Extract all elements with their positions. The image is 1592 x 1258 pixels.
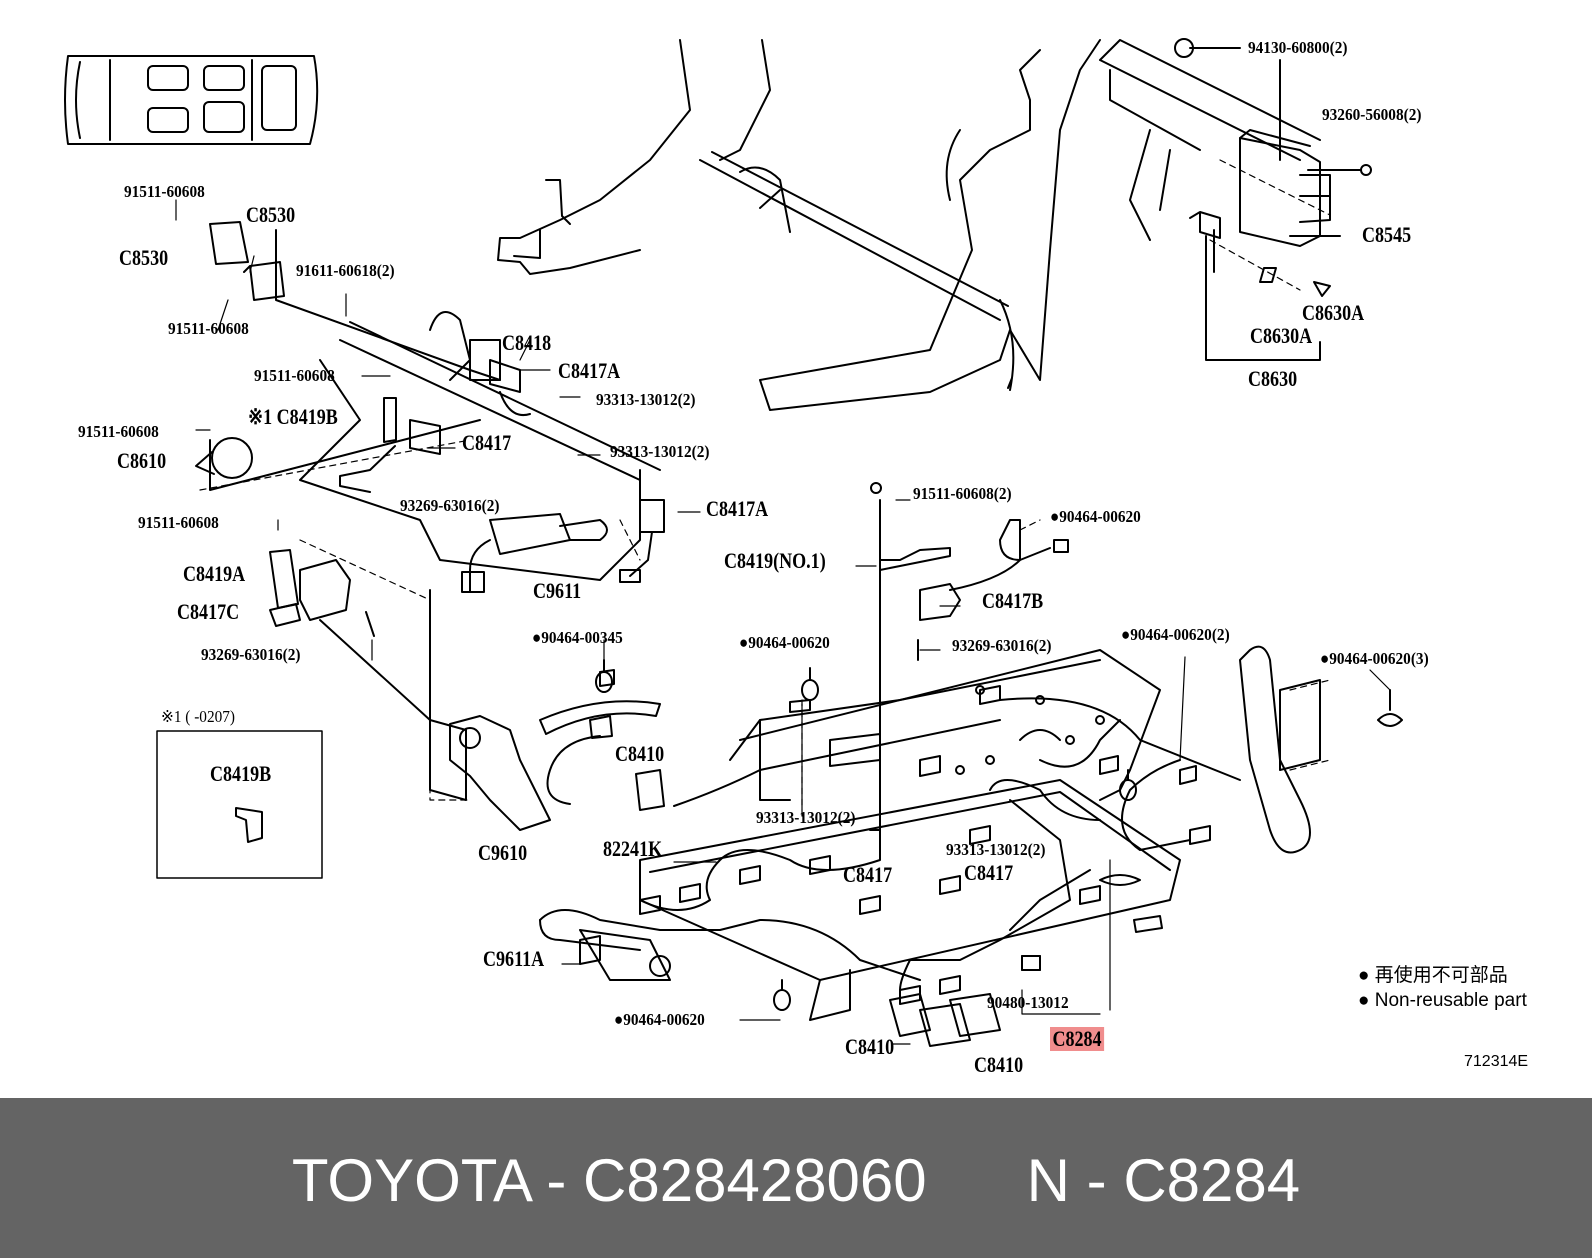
part-label: ●90464-00620 — [614, 1010, 705, 1029]
part-label: 94130-60800(2) — [1248, 38, 1348, 57]
vehicle-layout-icon — [64, 55, 319, 145]
part-label: ●90464-00620 — [1050, 507, 1141, 526]
part-label: C8530 — [246, 202, 296, 227]
part-label: 93269-63016(2) — [400, 496, 500, 515]
part-label: ※1 C8419B — [248, 404, 338, 429]
part-label: C8630 — [1248, 366, 1298, 391]
part-label: C8417B — [982, 588, 1044, 613]
part-label: C8530 — [119, 245, 169, 270]
part-label: ●90464-00620(2) — [1121, 625, 1230, 644]
part-label: 93313-13012(2) — [596, 390, 696, 409]
part-label: 93260-56008(2) — [1322, 105, 1422, 124]
part-label: C8610 — [117, 448, 167, 473]
part-label: ●90464-00620 — [739, 633, 830, 652]
part-label: C8419(NO.1) — [724, 548, 826, 573]
highlighted-part-label: C8284 — [1050, 1027, 1105, 1051]
part-label: 93313-13012(2) — [610, 442, 710, 461]
part-label: ●90464-00620(3) — [1320, 649, 1429, 668]
diagram-line-art — [64, 38, 1403, 1047]
part-label: C9610 — [478, 840, 528, 865]
part-label: 91511-60608(2) — [913, 484, 1012, 503]
part-label: C8410 — [615, 741, 665, 766]
part-label: C8410 — [974, 1052, 1024, 1077]
footer-bar: TOYOTA - C828428060 N - C8284 — [0, 1098, 1592, 1258]
part-label: C8418 — [502, 330, 552, 355]
part-label: C8419A — [183, 561, 246, 586]
part-label: C8630A — [1302, 300, 1365, 325]
part-label: C8545 — [1362, 222, 1412, 247]
part-label: 91511-60608 — [78, 422, 159, 441]
part-label: C8630A — [1250, 323, 1313, 348]
part-label: C8417 — [462, 430, 512, 455]
part-label: C9611A — [483, 946, 545, 971]
part-label: 91511-60608 — [168, 319, 249, 338]
figure-id: 712314E — [1464, 1053, 1529, 1070]
part-label: C8410 — [845, 1034, 895, 1059]
part-label: 93313-13012(2) — [946, 840, 1046, 859]
part-label: 91511-60608 — [254, 366, 335, 385]
part-number-caption: TOYOTA - C828428060 N - C8284 — [291, 1147, 1301, 1214]
part-label: C8417 — [843, 862, 893, 887]
part-label: 82241K — [603, 836, 663, 861]
part-label: C9611 — [533, 578, 582, 603]
legend-line-ja: ● 再使用不可部品 — [1358, 966, 1508, 985]
part-label: 93269-63016(2) — [201, 645, 301, 664]
part-label: ●90464-00345 — [532, 628, 623, 647]
legend-bullet: ● — [1358, 990, 1370, 1011]
part-label: 91511-60608 — [138, 513, 219, 532]
part-label: 91511-60608 — [124, 182, 205, 201]
part-label: 91611-60618(2) — [296, 261, 395, 280]
inset-box — [156, 730, 323, 879]
part-label: C8417A — [558, 358, 621, 383]
part-label: C8417C — [177, 599, 240, 624]
part-label: 93269-63016(2) — [952, 636, 1052, 655]
part-label: C8417 — [964, 860, 1014, 885]
legend-line-en: ● Non-reusable part — [1358, 991, 1527, 1010]
legend-text-en: Non-reusable part — [1374, 990, 1527, 1011]
part-label: C8419B — [210, 761, 272, 786]
part-label: C8417A — [706, 496, 769, 521]
part-label: 93313-13012(2) — [756, 808, 856, 827]
callout-note: ※1 ( -0207) — [161, 707, 236, 726]
legend-text-ja: 再使用不可部品 — [1374, 965, 1508, 986]
part-label: 90480-13012 — [987, 993, 1069, 1012]
parts-diagram: 94130-60800(2) 93260-56008(2) C8545 C863… — [64, 38, 1529, 1077]
legend-bullet: ● — [1358, 965, 1370, 986]
